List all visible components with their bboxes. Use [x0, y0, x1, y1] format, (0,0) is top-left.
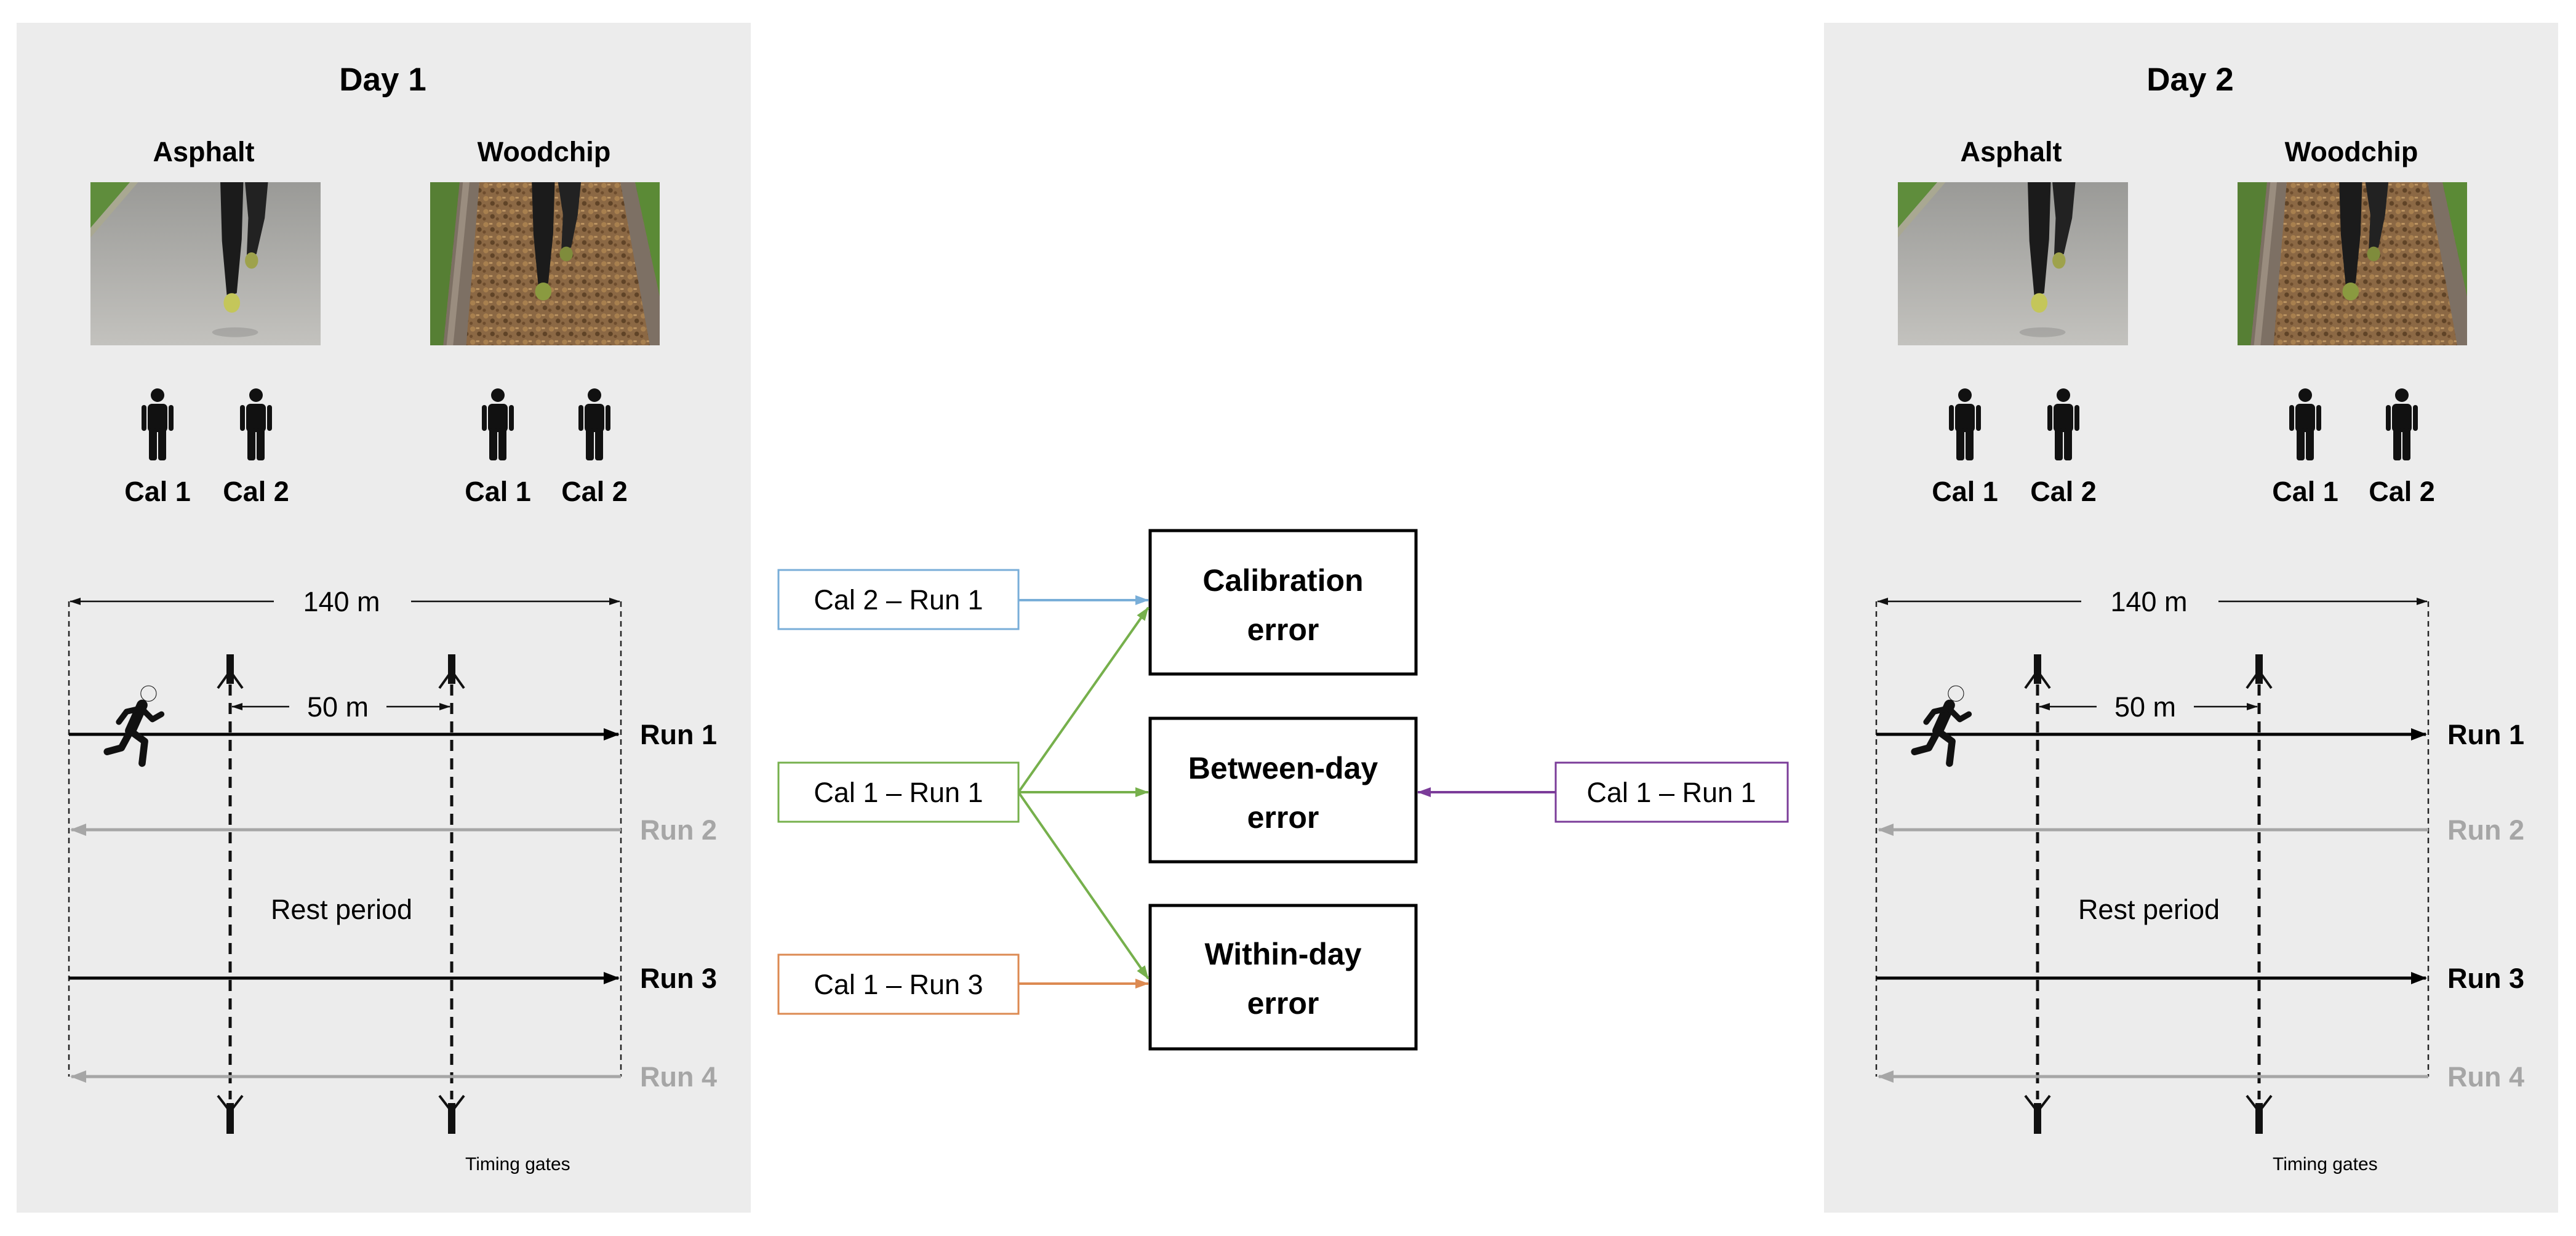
- error-box-border: [1148, 716, 1418, 864]
- input-box-cal1-run1: Cal 1 – Run 1: [777, 761, 1020, 823]
- timing-gate-icon: [438, 654, 465, 689]
- rest-period-label: Rest period: [2078, 894, 2220, 925]
- rest-period-label: Rest period: [271, 894, 412, 925]
- gate-distance-label: 50 m: [307, 691, 369, 723]
- person-icon: [1949, 388, 1981, 460]
- timing-gate-icon: [2024, 1094, 2051, 1134]
- day-2-panel: Day 2 Asphalt Woodchip: [1824, 23, 2558, 1213]
- total-distance-label: 140 m: [303, 586, 380, 617]
- input-box-label: Cal 2 – Run 1: [814, 584, 983, 616]
- error-box-border: [1148, 529, 1418, 676]
- run-2-label: Run 2: [640, 814, 717, 846]
- run-3-label: Run 3: [2447, 963, 2524, 994]
- person-icon: [482, 388, 514, 460]
- input-box-border: [777, 569, 1020, 630]
- calibration-label: Cal 2: [561, 476, 628, 507]
- calibration-label: Cal 2: [223, 476, 289, 507]
- calibration-error-box: Calibration error: [1148, 529, 1418, 676]
- error-box-label: error: [1247, 986, 1319, 1021]
- person-icon: [142, 388, 174, 460]
- between-day-error-box: Between-day error: [1148, 716, 1418, 864]
- gate-distance-dimension: 50 m: [231, 691, 450, 723]
- input-box-day2-cal1-run1: Cal 1 – Run 1: [1554, 761, 1789, 823]
- error-box-label: Within-day: [1204, 937, 1361, 971]
- run-1-label: Run 1: [2447, 719, 2524, 750]
- person-icon: [578, 388, 610, 460]
- total-distance-dimension: 140 m: [1877, 586, 2428, 617]
- surface-label-woodchip: Woodchip: [2285, 136, 2418, 167]
- total-distance-label: 140 m: [2110, 586, 2187, 617]
- day-1-panel: Day 1 Asphalt Woodchip: [17, 23, 751, 1213]
- error-box-label: Between-day: [1188, 751, 1378, 785]
- within-day-error-box: Within-day error: [1148, 904, 1418, 1051]
- error-box-label: error: [1247, 800, 1319, 835]
- surface-label-woodchip: Woodchip: [478, 136, 611, 167]
- runner-icon: [1911, 685, 1972, 767]
- person-icon: [2289, 388, 2321, 460]
- error-box-label: Calibration: [1202, 563, 1363, 598]
- error-box-label: error: [1247, 612, 1319, 647]
- run-1-label: Run 1: [640, 719, 717, 750]
- surface-label-asphalt: Asphalt: [153, 136, 254, 167]
- run-2-label: Run 2: [2447, 814, 2524, 846]
- person-icon: [240, 388, 272, 460]
- timing-gate-icon: [438, 1094, 465, 1134]
- asphalt-photo: [90, 182, 321, 345]
- input-box-label: Cal 1 – Run 3: [814, 969, 983, 1000]
- calibration-label: Cal 1: [124, 476, 191, 507]
- timing-gate-icon: [217, 1094, 244, 1134]
- surface-label-asphalt: Asphalt: [1960, 136, 2062, 167]
- input-box-cal1-run3: Cal 1 – Run 3: [777, 953, 1020, 1015]
- calibration-label: Cal 2: [2030, 476, 2097, 507]
- person-icon: [2047, 388, 2079, 460]
- timing-gates-label: Timing gates: [465, 1154, 570, 1174]
- asphalt-photo: [1898, 182, 2128, 345]
- timing-gate-icon: [217, 654, 244, 689]
- timing-gate-icon: [2024, 654, 2051, 689]
- run-4-label: Run 4: [640, 1061, 717, 1093]
- day-title: Day 2: [2146, 62, 2233, 98]
- error-comparison-diagram: Cal 2 – Run 1 Cal 1 – Run 1 Cal 1 – Run …: [777, 529, 1789, 1051]
- calibration-label: Cal 1: [1932, 476, 1998, 507]
- timing-gate-icon: [2246, 654, 2273, 689]
- run-4-label: Run 4: [2447, 1061, 2524, 1093]
- run-3-label: Run 3: [640, 963, 717, 994]
- input-box-border: [777, 953, 1020, 1015]
- cal1-run1-to-calibration-arrow: [1017, 606, 1150, 793]
- input-box-cal2-run1: Cal 2 – Run 1: [777, 569, 1020, 630]
- gate-distance-label: 50 m: [2114, 691, 2176, 723]
- timing-gates-label: Timing gates: [2273, 1154, 2378, 1174]
- input-box-border: [777, 761, 1020, 823]
- calibration-label: Cal 1: [465, 476, 531, 507]
- cal1-run1-to-within-day-arrow: [1017, 791, 1150, 980]
- woodchip-photo: [430, 182, 660, 345]
- woodchip-photo: [2238, 182, 2467, 345]
- total-distance-dimension: 140 m: [70, 586, 620, 617]
- calibration-label: Cal 2: [2369, 476, 2435, 507]
- day-title: Day 1: [339, 62, 426, 98]
- input-box-label: Cal 1 – Run 1: [814, 777, 983, 808]
- runner-icon: [103, 685, 165, 767]
- gate-distance-dimension: 50 m: [2039, 691, 2258, 723]
- timing-gate-icon: [2246, 1094, 2273, 1134]
- person-icon: [2386, 388, 2418, 460]
- error-box-border: [1148, 904, 1418, 1051]
- calibration-label: Cal 1: [2272, 476, 2338, 507]
- input-box-label: Cal 1 – Run 1: [1586, 777, 1756, 808]
